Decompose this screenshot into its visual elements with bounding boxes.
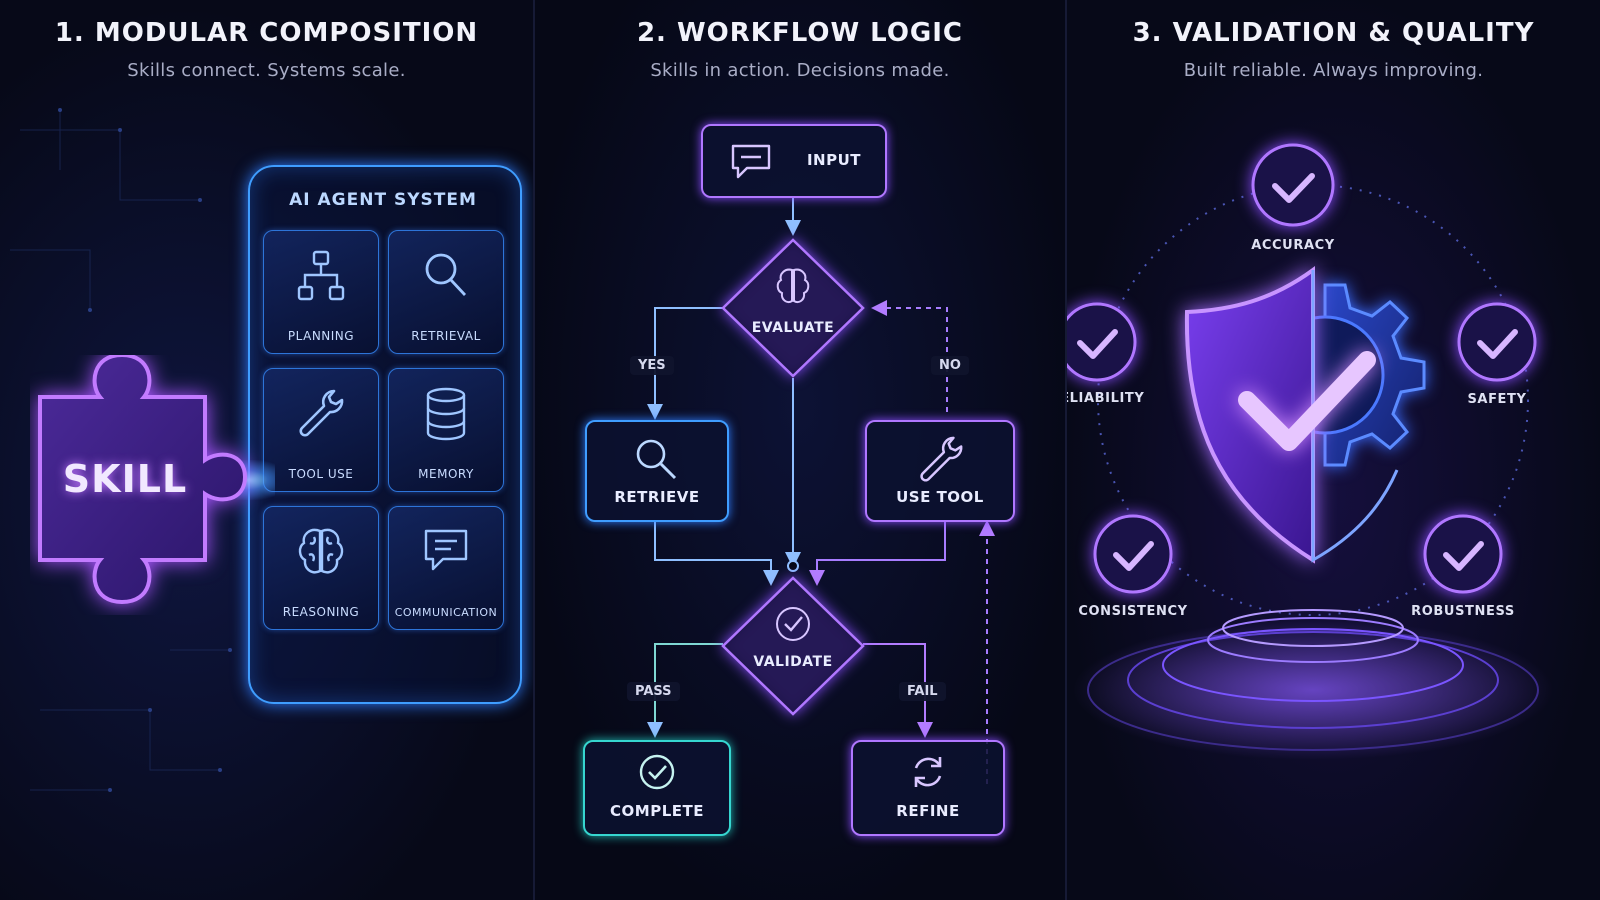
workflow-logic-panel: 2. WORKFLOW LOGIC Skills in action. Deci… [535, 0, 1065, 900]
tool-use-tile: TOOL USE [263, 368, 379, 492]
hierarchy-icon [297, 250, 345, 301]
safety-badge [1457, 302, 1537, 382]
panel-title: 2. WORKFLOW LOGIC [636, 18, 964, 48]
evaluate-label: EVALUATE [751, 320, 835, 336]
chat-icon [424, 529, 468, 571]
tile-label: RETRIEVAL [411, 329, 481, 343]
orbit-ring [1097, 184, 1529, 616]
workflow-connectors [647, 196, 995, 784]
node-label: USE TOOL [896, 488, 984, 506]
quality-label-reliability: RELIABILITY [1067, 391, 1145, 406]
quality-graphic [1067, 143, 1553, 760]
quality-label-safety: SAFETY [1467, 392, 1527, 407]
check-icon [1238, 351, 1376, 451]
tile-label: MEMORY [418, 467, 474, 481]
complete-node: COMPLETE [583, 740, 731, 836]
refine-node: REFINE [851, 740, 1005, 836]
node-label: REFINE [896, 802, 960, 820]
brain-icon [776, 268, 810, 303]
wrench-icon [920, 436, 963, 482]
panel-divider [533, 0, 535, 900]
panel-title: 1. MODULAR COMPOSITION [54, 18, 479, 48]
node-label: COMPLETE [610, 802, 704, 820]
wrench-icon [299, 389, 344, 437]
tile-label: COMMUNICATION [394, 606, 498, 619]
tile-label: REASONING [282, 605, 360, 619]
validation-quality-panel: 3. VALIDATION & QUALITY Built reliable. … [1067, 0, 1600, 900]
search-icon [425, 253, 467, 296]
use-tool-node: USE TOOL [865, 420, 1015, 522]
branch-label-pass: PASS [627, 682, 680, 701]
branch-label-no: NO [931, 356, 969, 375]
podium-rings [1087, 609, 1539, 751]
node-label: INPUT [806, 151, 862, 169]
tile-label: PLANNING [287, 329, 355, 343]
podium-glow [1073, 620, 1553, 760]
robustness-badge [1423, 514, 1503, 594]
skill-label: SKILL [62, 457, 188, 501]
branch-label-yes: YES [630, 356, 674, 375]
search-icon [636, 439, 677, 480]
quality-label-robustness: ROBUSTNESS [1411, 604, 1515, 619]
check-circle-icon [776, 607, 810, 641]
evaluate-diamond [721, 238, 865, 378]
agent-system-title: AI AGENT SYSTEM [289, 190, 477, 210]
refresh-icon [914, 757, 942, 787]
validate-label: VALIDATE [753, 654, 833, 670]
chat-icon [731, 144, 771, 179]
reasoning-tile: REASONING [263, 506, 379, 630]
retrieve-node: RETRIEVE [585, 420, 729, 522]
retrieval-tile: RETRIEVAL [388, 230, 504, 354]
panel-subtitle: Built reliable. Always improving. [1183, 60, 1484, 81]
quality-label-accuracy: ACCURACY [1251, 238, 1335, 253]
panel-subtitle: Skills connect. Systems scale. [127, 60, 406, 81]
skill-puzzle-piece [38, 355, 248, 605]
circuit-background [10, 108, 232, 792]
panel-title: 3. VALIDATION & QUALITY [1132, 18, 1535, 48]
database-icon [426, 387, 466, 441]
input-node: INPUT [701, 124, 887, 198]
consistency-badge [1093, 514, 1173, 594]
communication-tile: COMMUNICATION [388, 506, 504, 630]
planning-tile: PLANNING [263, 230, 379, 354]
accuracy-badge [1251, 143, 1335, 227]
modular-composition-panel: 1. MODULAR COMPOSITION Skills connect. S… [0, 0, 533, 900]
branch-label-fail: FAIL [899, 682, 946, 701]
brain-icon [298, 528, 344, 574]
quality-label-consistency: CONSISTENCY [1078, 604, 1188, 619]
validate-diamond [721, 576, 865, 716]
panel-divider [1065, 0, 1067, 900]
node-label: RETRIEVE [614, 488, 700, 506]
tile-label: TOOL USE [288, 467, 354, 481]
panel-subtitle: Skills in action. Decisions made. [650, 60, 950, 81]
reliability-badge [1067, 302, 1137, 382]
memory-tile: MEMORY [388, 368, 504, 492]
check-circle-icon [639, 754, 675, 790]
